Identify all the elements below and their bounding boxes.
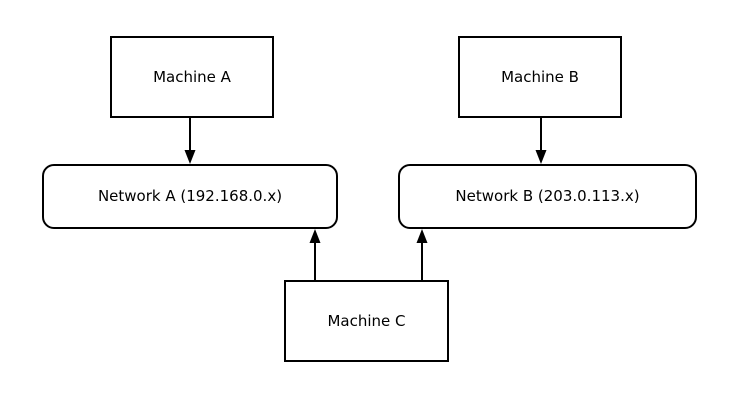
arrow-machine-c-to-network-a bbox=[309, 229, 321, 280]
node-machine-c-label: Machine C bbox=[327, 311, 406, 330]
node-machine-a-label: Machine A bbox=[153, 67, 231, 86]
node-machine-a: Machine A bbox=[110, 36, 274, 118]
node-machine-b-label: Machine B bbox=[501, 67, 579, 86]
node-network-a: Network A (192.168.0.x) bbox=[42, 164, 338, 229]
node-network-a-label: Network A (192.168.0.x) bbox=[97, 187, 283, 205]
node-machine-c: Machine C bbox=[284, 280, 449, 362]
node-network-b: Network B (203.0.113.x) bbox=[398, 164, 697, 229]
arrow-machine-b-to-network-b bbox=[535, 118, 547, 164]
arrow-machine-a-to-network-a bbox=[184, 118, 196, 164]
node-network-b-label: Network B (203.0.113.x) bbox=[455, 187, 640, 205]
node-machine-b: Machine B bbox=[458, 36, 622, 118]
arrow-machine-c-to-network-b bbox=[416, 229, 428, 280]
